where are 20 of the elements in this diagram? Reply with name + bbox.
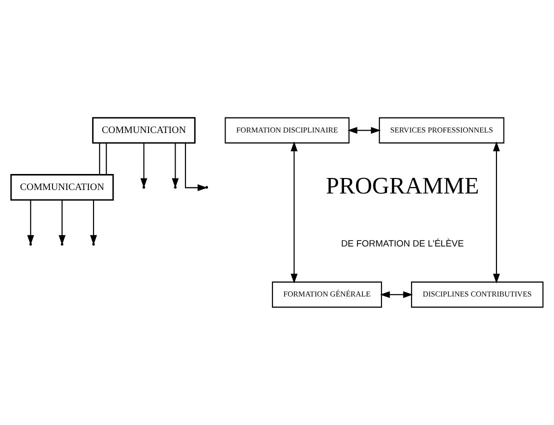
arrow (347, 126, 381, 134)
arrow (58, 200, 66, 245)
node-box: FORMATION GÉNÉRALE (272, 282, 382, 308)
arrow (27, 200, 34, 245)
arrow (380, 291, 413, 298)
arrow (493, 141, 500, 284)
arrow (184, 143, 208, 192)
label: DE FORMATION DE L'ÉLÈVE (341, 238, 464, 249)
label: PROGRAMME (326, 173, 480, 200)
connector (99, 143, 100, 175)
arrow (140, 143, 148, 188)
arrow (90, 200, 97, 245)
node-box: DISCIPLINES CONTRIBUTIVES (411, 282, 544, 308)
connector (106, 143, 107, 175)
node-box: COMMUNICATION (92, 117, 196, 144)
node-box: SERVICES PROFESSIONNELS (378, 117, 504, 144)
arrow (290, 141, 298, 284)
node-box: COMMUNICATION (10, 174, 114, 201)
node-box: FORMATION DISCIPLINAIRE (224, 117, 350, 144)
arrow (172, 143, 179, 188)
